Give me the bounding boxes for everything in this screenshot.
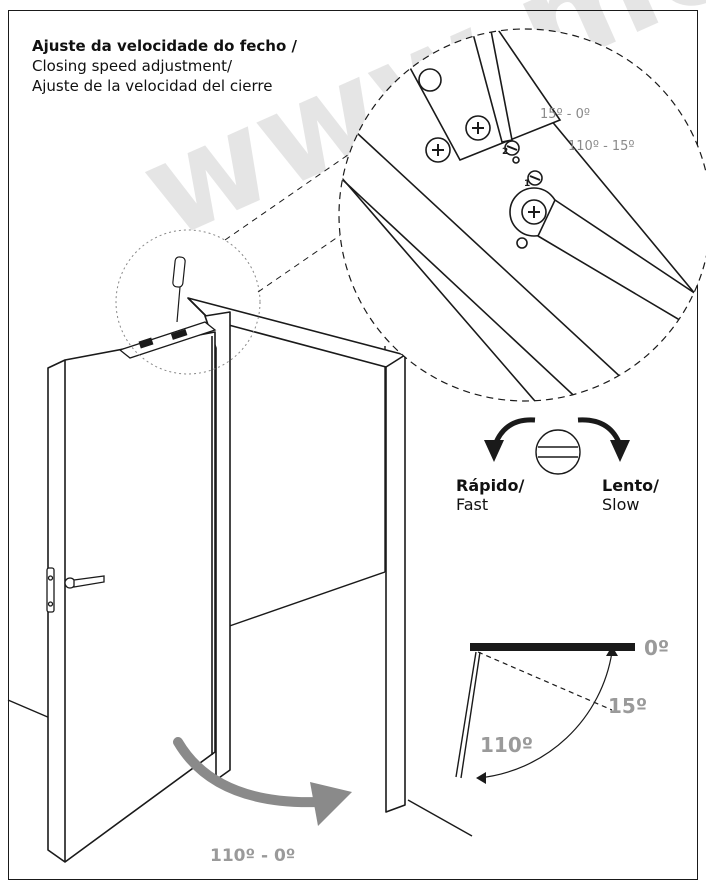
room-lines	[7, 346, 473, 837]
slow-label-pt: Lento/	[602, 476, 659, 495]
valve-2-number: 2	[502, 147, 508, 157]
valve-1-range-label: 110º - 15º	[568, 139, 635, 154]
angle-diagram	[455, 643, 635, 784]
highlight-circle	[115, 229, 261, 375]
sweep-label: 110º - 0º	[210, 846, 296, 866]
speed-indicator	[484, 417, 630, 475]
magnified-detail: 2 1	[339, 29, 706, 401]
diagram-frame	[8, 10, 698, 880]
door-handle	[46, 567, 105, 613]
title-portuguese: Ajuste da velocidade do fecho /	[32, 37, 297, 55]
magnified-circle	[338, 28, 706, 402]
angle-110-label: 110º	[480, 733, 534, 757]
door-leaf	[47, 331, 216, 863]
small-screwdriver	[172, 256, 186, 323]
valve-2-range-label: 15º - 0º	[540, 107, 591, 122]
title-block: Ajuste da velocidade do fecho / Closing …	[32, 36, 297, 96]
door-frame	[187, 297, 406, 813]
valve-1-number: 1	[524, 179, 530, 189]
angle-fifteen-label: 15º	[608, 694, 648, 718]
title-spanish: Ajuste de la velocidad del cierre	[32, 77, 273, 95]
sweep-arrow	[173, 737, 352, 826]
closer-body	[118, 321, 217, 359]
leader-lines	[224, 149, 356, 293]
fast-label: Rápido/ Fast	[456, 476, 524, 514]
slow-label-en: Slow	[602, 495, 640, 514]
fast-label-en: Fast	[456, 495, 489, 514]
title-english: Closing speed adjustment/	[32, 57, 233, 75]
fast-label-pt: Rápido/	[456, 476, 525, 495]
angle-zero-label: 0º	[644, 636, 670, 660]
slow-label: Lento/ Slow	[602, 476, 659, 514]
